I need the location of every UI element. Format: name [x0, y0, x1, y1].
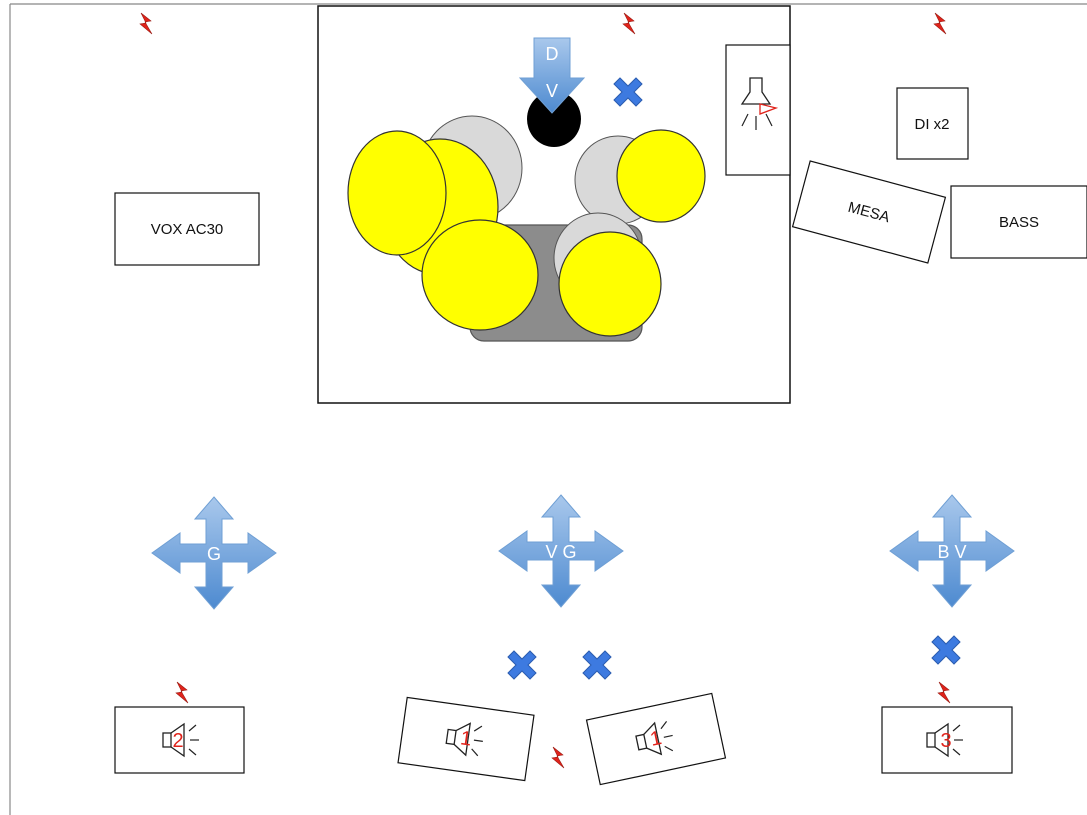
lightning-bolt-icon: [551, 746, 565, 769]
lightning-bolt-icon: [175, 681, 189, 704]
lightning-bolt-icon: [139, 12, 153, 35]
drum-fill-monitor: [725, 44, 791, 176]
amp-vox-label: VOX AC30: [151, 221, 224, 238]
position-arrow-right-label: B V: [937, 542, 966, 562]
drum-position-arrow: D V: [518, 37, 586, 114]
amp-di: DI x2: [896, 87, 969, 160]
amp-bass: BASS: [950, 185, 1087, 259]
drum-kit: [347, 91, 706, 342]
x-mark-icon: [582, 650, 612, 680]
monitor-center-right: 1: [585, 692, 727, 786]
position-arrow-left: G: [151, 496, 277, 610]
drum-throne: [527, 91, 581, 147]
drum-arrow-line1: D: [546, 44, 559, 64]
x-mark-icon: [931, 635, 961, 665]
position-arrow-center: V G: [498, 494, 624, 608]
floor-tom: [558, 231, 662, 337]
x-mark-icon: [507, 650, 537, 680]
amp-vox: VOX AC30: [114, 192, 260, 266]
position-arrow-center-label: V G: [545, 542, 576, 562]
position-arrow-left-label: G: [207, 544, 221, 564]
monitor-left: 2: [114, 706, 245, 774]
amp-mesa: MESA: [791, 160, 947, 264]
monitor-center-left: 1: [397, 696, 535, 782]
kick-drum: [421, 219, 539, 331]
monitor-right: 3: [881, 706, 1013, 774]
rack-tom-right: [616, 129, 706, 223]
position-arrow-right: B V: [889, 494, 1015, 608]
monitor-center-right-number: 1: [648, 727, 663, 751]
monitor-left-number: 2: [172, 730, 183, 752]
drum-arrow-line2: V: [546, 81, 558, 101]
drum-fill-speaker-icon: [740, 77, 779, 130]
amp-bass-label: BASS: [999, 214, 1039, 231]
lightning-bolt-icon: [937, 681, 951, 704]
monitor-center-left-number: 1: [459, 727, 473, 750]
lightning-bolt-icon: [933, 12, 947, 35]
snare-drum: [347, 130, 447, 256]
amp-di-label: DI x2: [914, 116, 949, 133]
monitor-right-number: 3: [940, 730, 951, 752]
